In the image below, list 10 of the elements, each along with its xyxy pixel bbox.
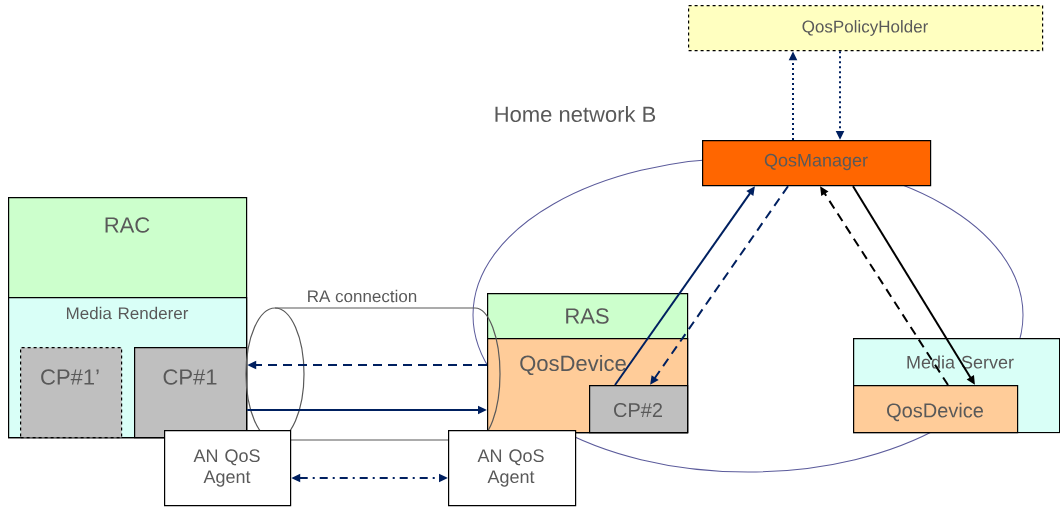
manager-box: QosManager — [702, 140, 932, 187]
policy-holder-box: QosPolicyHolder — [688, 5, 1044, 52]
agent-box: AN QoS Agent — [448, 430, 577, 507]
agent-box: AN QoS Agent — [164, 430, 292, 507]
connection-label: RA connection — [308, 289, 417, 303]
control-point-box: CP#1’ — [20, 347, 123, 439]
device-box: QosDevice — [853, 385, 1019, 434]
control-point-box: CP#1 — [134, 347, 248, 439]
network-label: Home network B — [495, 105, 656, 123]
control-point-box: CP#2 — [589, 385, 689, 434]
